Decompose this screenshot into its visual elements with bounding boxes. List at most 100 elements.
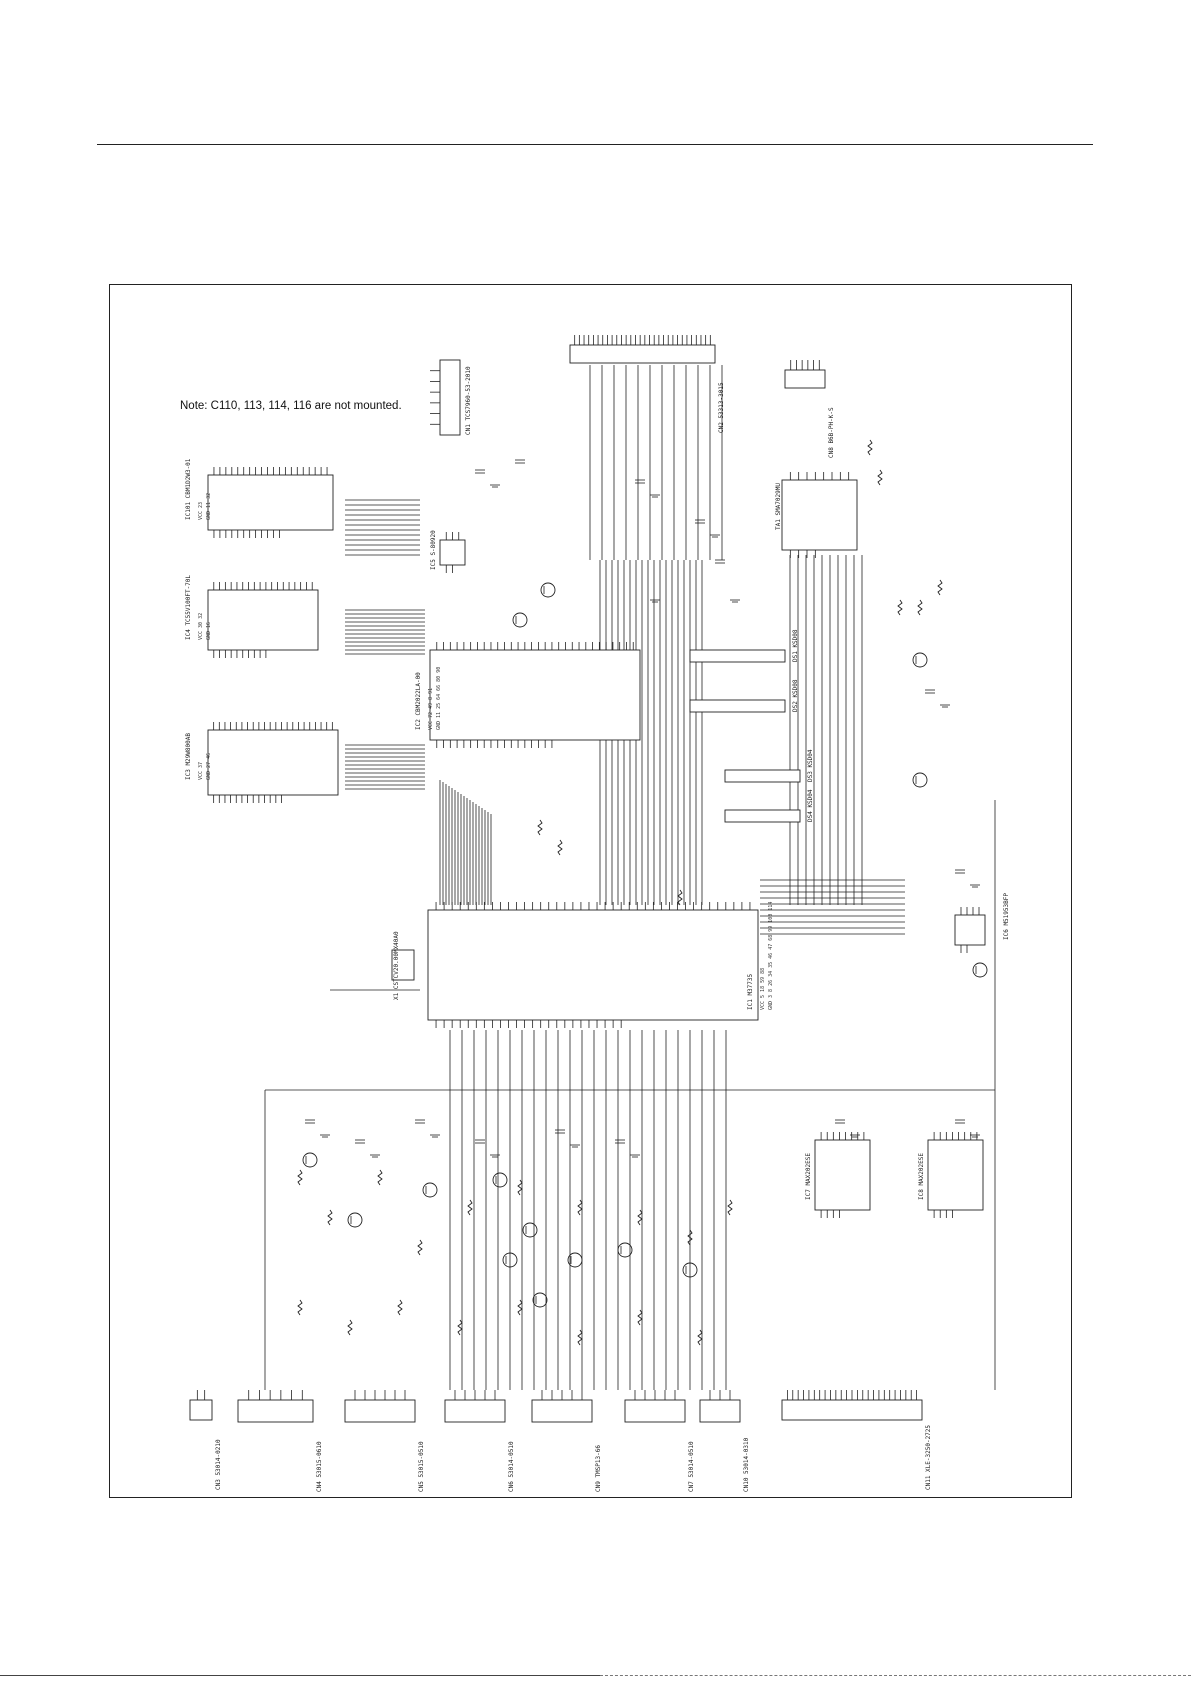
transistor: [972, 962, 988, 978]
ic-c3-power: VCC 37: [198, 762, 204, 780]
cn11-body: [781, 1399, 923, 1421]
ds2-label: DS2 KSD08: [792, 679, 799, 712]
ta1-body: [781, 479, 858, 551]
ic-c6-body: [954, 914, 986, 946]
resistor: [347, 1319, 353, 1336]
cn2-body: [569, 344, 716, 364]
footer-rule-dashed: [600, 1675, 1191, 1676]
resistor: [417, 1239, 423, 1256]
ic-c101-label: IC101 CBM1D2W3-01: [185, 458, 192, 520]
cn3-label: CN3 53014-0210: [215, 1439, 222, 1490]
ic-c4-power: VCC 30 32: [198, 613, 204, 640]
resistor: [637, 1309, 643, 1326]
resistor: [677, 889, 683, 906]
resistor: [397, 1299, 403, 1316]
ds3-label: DS3 KSD04: [807, 749, 814, 782]
transistor: [347, 1212, 363, 1228]
ic-c3-body: [207, 729, 339, 796]
resistor: [327, 1209, 333, 1226]
cn5-body: [344, 1399, 416, 1423]
resistor: [537, 819, 543, 836]
resistor: [297, 1169, 303, 1186]
resistor: [457, 1319, 463, 1336]
cn7-body: [624, 1399, 686, 1423]
x1-label: X1 CSTCV20.00MX40A0: [393, 931, 400, 1000]
ic-c2-gnd: GND 11 25 64 66 80 90: [436, 667, 442, 730]
resistor: [577, 1199, 583, 1216]
ic-c1-power: VCC 5 18 59 88: [760, 968, 766, 1010]
ic-c2-power: VCC 72 49 8 91: [428, 688, 434, 730]
cn8-body: [784, 369, 826, 389]
resistor: [917, 599, 923, 616]
ic-c6-label: IC6 M51953BFP: [1003, 893, 1010, 940]
ic-c101-gnd: GND 11 32: [206, 493, 212, 520]
resistor: [517, 1299, 523, 1316]
ic-c3-label: IC3 M29W800AB: [185, 733, 192, 780]
ic-c5-label: IC5 S-80920: [430, 530, 437, 570]
transistor: [912, 772, 928, 788]
resistor: [877, 469, 883, 486]
resistor: [577, 1329, 583, 1346]
ic-c7-body: [814, 1139, 871, 1211]
resistor: [727, 1199, 733, 1216]
ic-c1-label: IC1 M37735: [747, 973, 754, 1010]
header-rule: [97, 144, 1093, 145]
cn10-label: CN10 53014-0310: [743, 1437, 750, 1492]
ic-c3-gnd: GND 27 46: [206, 753, 212, 780]
ic-c4-body: [207, 589, 319, 651]
cn1-label: CN1 TCS7960-53-2010: [465, 366, 472, 435]
ic-c5-body: [439, 539, 466, 566]
ic-c8-label: IC8 MAX202ESE: [918, 1153, 925, 1200]
mounting-note: Note: C110, 113, 114, 116 are not mounte…: [180, 400, 402, 412]
resistor: [937, 579, 943, 596]
resistor: [467, 1199, 473, 1216]
ic-c7-label: IC7 MAX202ESE: [805, 1153, 812, 1200]
resistor: [297, 1299, 303, 1316]
cn4-label: CN4 53015-0610: [316, 1441, 323, 1492]
resistor: [867, 439, 873, 456]
transistor: [302, 1152, 318, 1168]
transistor: [617, 1242, 633, 1258]
ds4-label: DS4 KSD04: [807, 789, 814, 822]
ds2-body: [689, 699, 786, 713]
transistor: [540, 582, 556, 598]
resistor: [557, 839, 563, 856]
transistor: [422, 1182, 438, 1198]
resistor: [697, 1329, 703, 1346]
cn3-body: [189, 1399, 213, 1421]
ic-c4-label: IC4 TC55V100FT-70L: [185, 575, 192, 640]
ic-c2-label: IC2 CBM2022LA-00: [415, 672, 422, 730]
transistor: [912, 652, 928, 668]
transistor: [682, 1262, 698, 1278]
transistor: [532, 1292, 548, 1308]
transistor: [492, 1172, 508, 1188]
ds1-body: [689, 649, 786, 663]
ta1-label: TA1 SMA7029MU: [775, 483, 782, 530]
cn10-body: [699, 1399, 741, 1423]
ic-c101-power: VCC 23: [198, 502, 204, 520]
ds3-body: [724, 769, 801, 783]
transistor: [567, 1252, 583, 1268]
resistor: [377, 1169, 383, 1186]
transistor: [502, 1252, 518, 1268]
transistor: [512, 612, 528, 628]
cn7-label: CN7 53014-0510: [688, 1441, 695, 1492]
cn1-body: [439, 359, 461, 436]
resistor: [687, 1229, 693, 1246]
ic-c4-gnd: GND 16: [206, 622, 212, 640]
cn9-body: [531, 1399, 593, 1423]
transistor: [522, 1222, 538, 1238]
ds4-body: [724, 809, 801, 823]
ic-c2-body: [429, 649, 641, 741]
cn9-label: CN9 TMSP13-66: [595, 1445, 602, 1492]
cn5-label: CN5 53015-0510: [418, 1441, 425, 1492]
resistor: [517, 1179, 523, 1196]
cn6-body: [444, 1399, 506, 1423]
ds1-label: DS1 KSD08: [792, 629, 799, 662]
ic-c101-body: [207, 474, 334, 531]
crystal-x1: [391, 949, 415, 981]
component-layer: [189, 344, 988, 1423]
cn6-label: CN6 53014-0510: [508, 1441, 515, 1492]
